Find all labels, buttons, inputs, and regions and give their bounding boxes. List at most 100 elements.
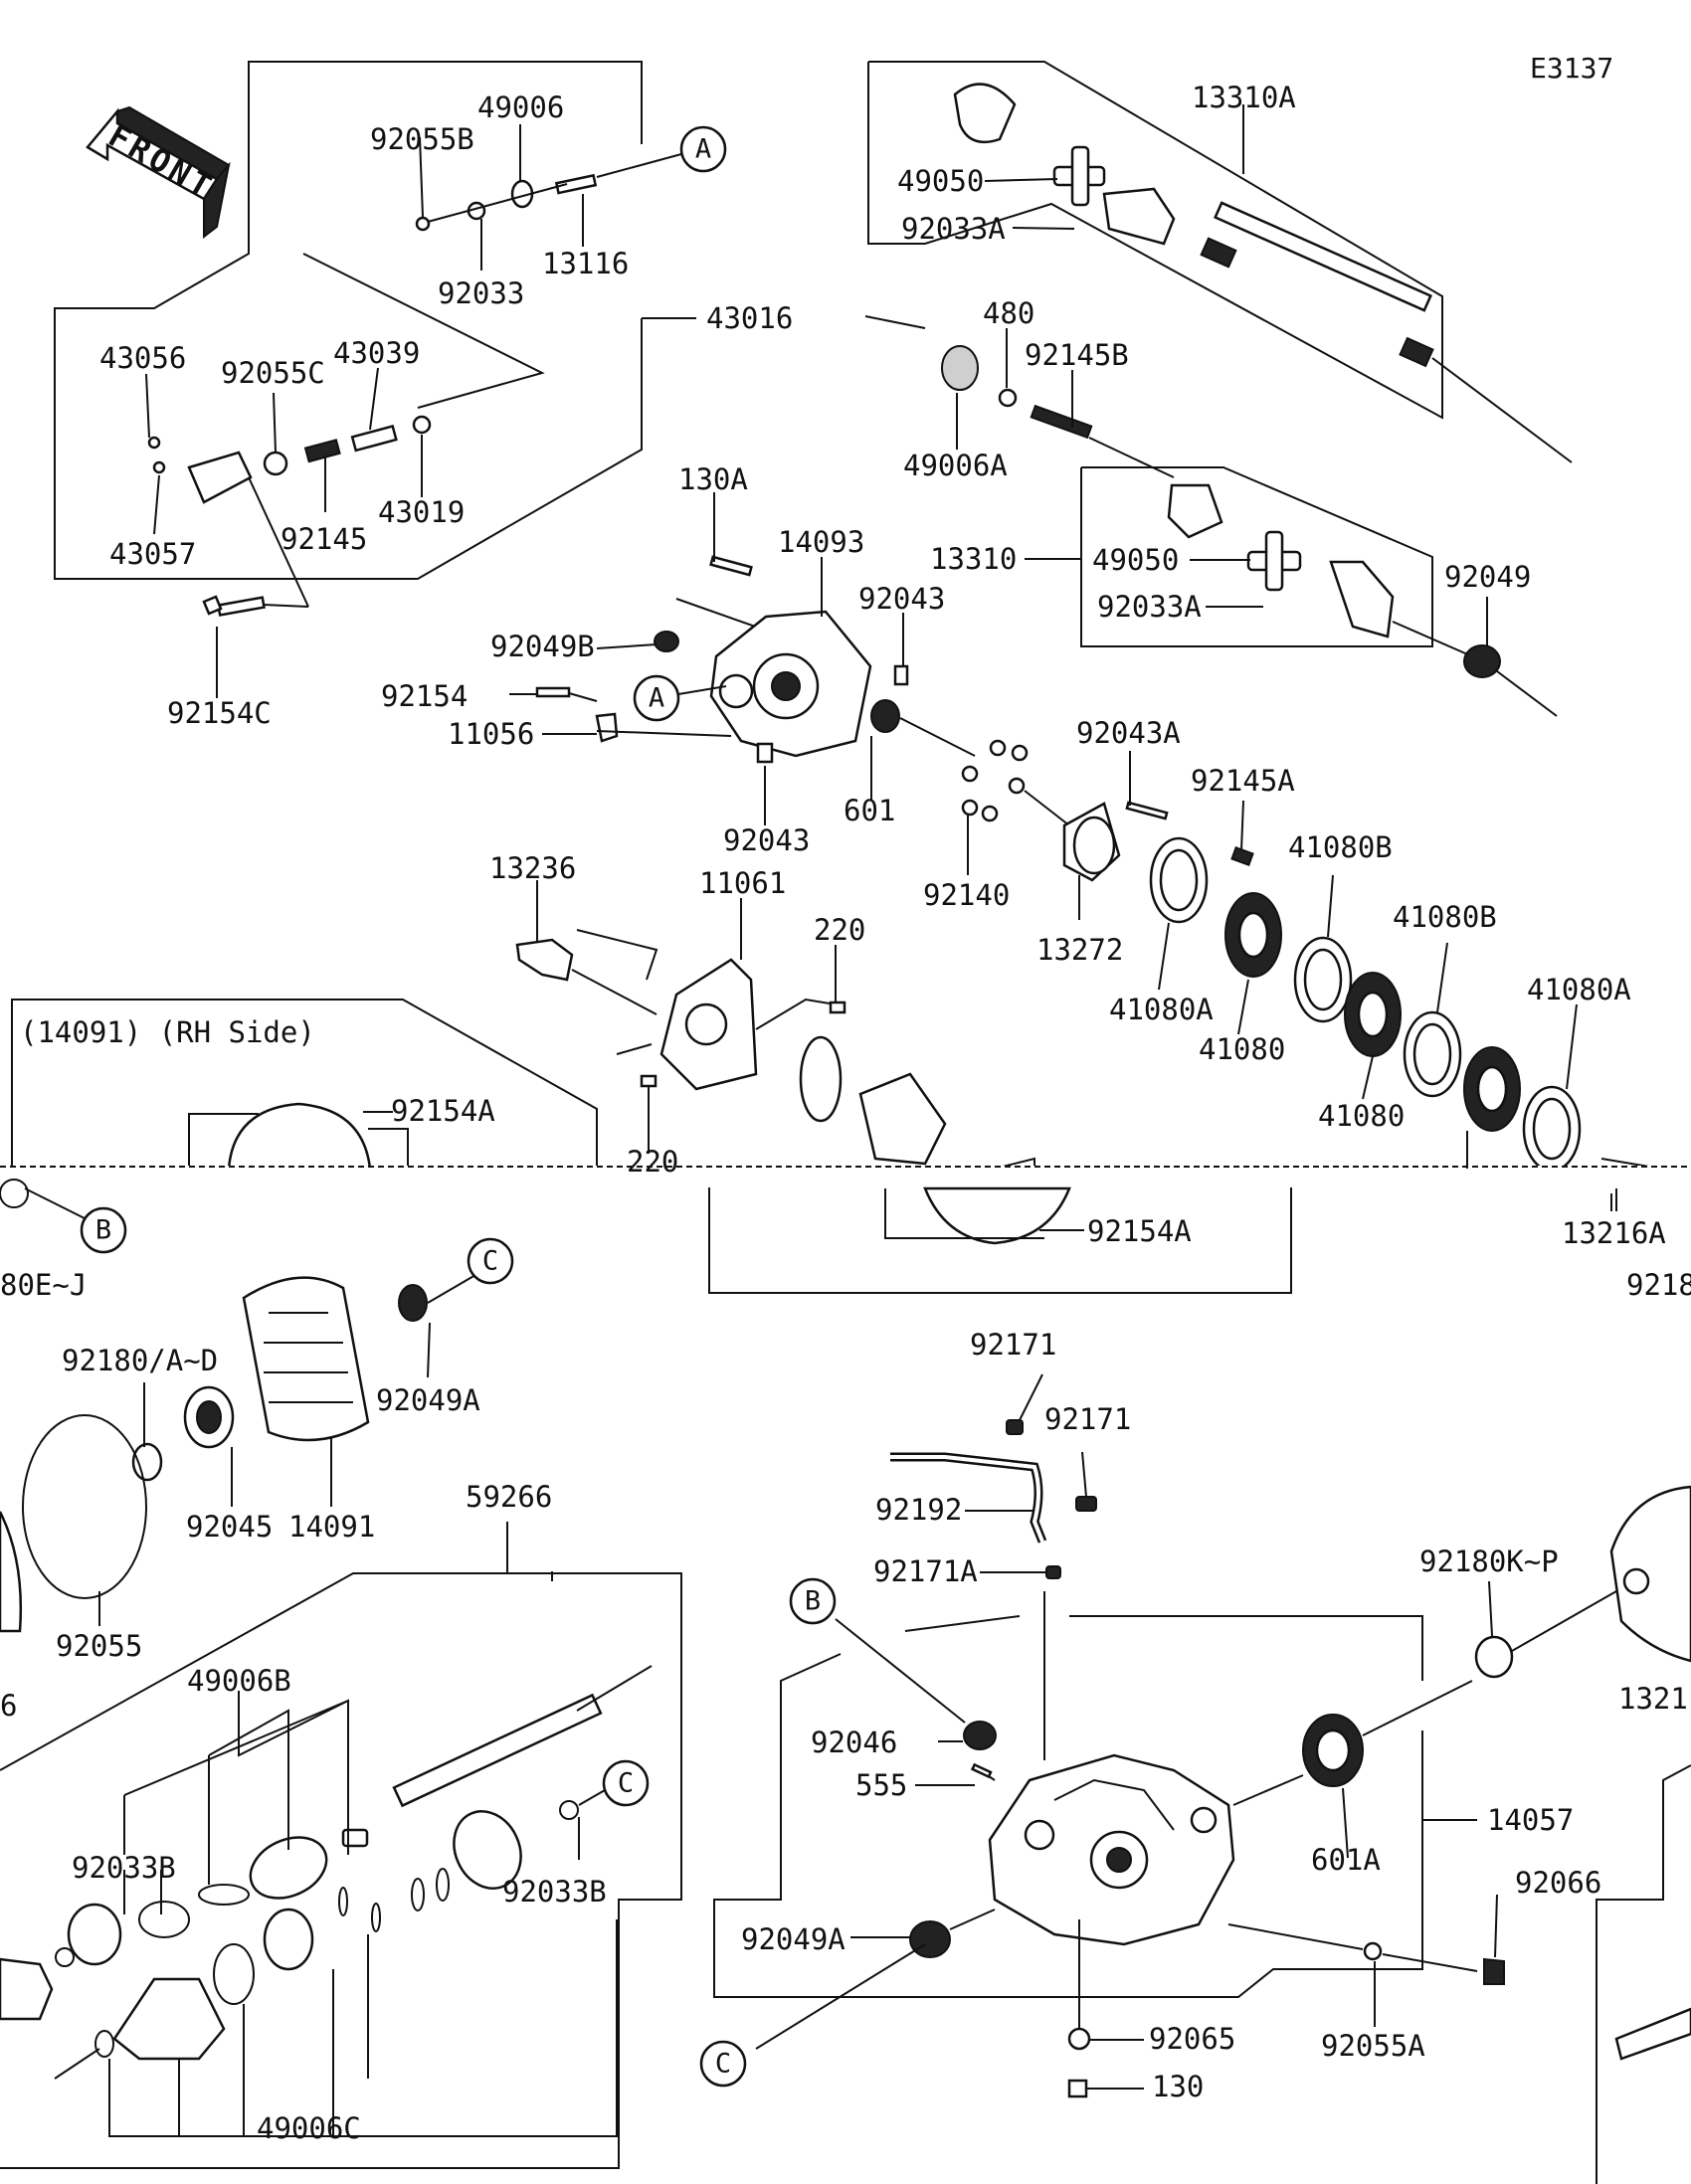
oring-92055B bbox=[415, 216, 431, 232]
label-92192: 92192 bbox=[875, 1493, 962, 1527]
bolt-92154 bbox=[535, 686, 571, 698]
label-49006B: 49006B bbox=[187, 1664, 291, 1698]
outline-14057-right bbox=[1069, 1615, 1423, 1681]
label-92145A: 92145A bbox=[1191, 764, 1295, 798]
bolt-130A bbox=[709, 555, 753, 577]
label-49006: 49006 bbox=[477, 91, 564, 124]
label-92055C: 92055C bbox=[221, 356, 325, 390]
shaft-13236 bbox=[515, 938, 574, 982]
ring-92180K bbox=[1474, 1635, 1514, 1679]
washer-43019 bbox=[412, 415, 432, 435]
spring-92145B bbox=[1030, 404, 1093, 440]
part-drawings-lower-strip bbox=[0, 1179, 1617, 1245]
ref-letter-c-lower: C bbox=[715, 2049, 731, 2080]
boot-49006C bbox=[112, 1977, 226, 2061]
ref-letter-c-upper: C bbox=[482, 1246, 498, 1277]
label-11056: 11056 bbox=[448, 717, 534, 751]
yoke-13310-left bbox=[1167, 483, 1223, 539]
clip-92171-a bbox=[1006, 1419, 1024, 1435]
oring-92055C bbox=[263, 451, 288, 476]
label-92154A-top: 92154A bbox=[391, 1094, 495, 1128]
label-92171-lower: 92171 bbox=[1044, 1402, 1131, 1436]
label-92045: 92045 bbox=[186, 1510, 273, 1544]
shaft-right-cut bbox=[1614, 2007, 1691, 2061]
label-43016: 43016 bbox=[706, 301, 793, 335]
label-130A: 130A bbox=[678, 462, 748, 496]
oring-92055 bbox=[22, 1414, 147, 1599]
ref-circle-a-upper: A bbox=[679, 125, 727, 173]
washer-92065 bbox=[1067, 2027, 1091, 2051]
joint-outer-upper bbox=[453, 1810, 522, 1890]
outline-14057 bbox=[713, 1653, 1423, 1998]
outline-lower-case bbox=[708, 1169, 1292, 1294]
label-49006C: 49006C bbox=[257, 2111, 361, 2145]
label-13310: 13310 bbox=[930, 542, 1017, 576]
label-92043A: 92043A bbox=[1076, 716, 1181, 750]
label-220-top: 220 bbox=[814, 913, 865, 947]
ref-circle-c-upper: C bbox=[467, 1237, 514, 1285]
reference-circles: A A B B C C C bbox=[80, 125, 837, 2088]
label-14091: 14091 bbox=[288, 1510, 375, 1544]
label-601A: 601A bbox=[1311, 1843, 1381, 1877]
seal-92049 bbox=[1463, 644, 1501, 678]
pin-555 bbox=[970, 1762, 993, 1779]
diagram-code: E3137 bbox=[1530, 52, 1613, 85]
label-92171-upper: 92171 bbox=[970, 1328, 1056, 1362]
label-92154C: 92154C bbox=[167, 696, 272, 730]
label-59266: 59266 bbox=[466, 1480, 552, 1514]
label-130: 130 bbox=[1152, 2070, 1204, 2103]
label-92171A: 92171A bbox=[873, 1554, 978, 1588]
label-92154A-bottom: 92154A bbox=[1087, 1214, 1192, 1248]
label-92046: 92046 bbox=[811, 1726, 897, 1759]
outline-right-cut bbox=[1596, 1764, 1691, 2184]
pin-13116 bbox=[554, 173, 598, 195]
label-92049A-upper: 92049A bbox=[376, 1383, 480, 1417]
bolt-92154C bbox=[216, 596, 266, 617]
shaft-43039 bbox=[350, 424, 398, 453]
label-92065: 92065 bbox=[1149, 2022, 1235, 2056]
label-92033B-right: 92033B bbox=[502, 1875, 607, 1909]
label-13310A: 13310A bbox=[1192, 81, 1296, 114]
part-drawings-mid-shaft bbox=[864, 315, 1558, 717]
label-92180-A-D: 92180/A~D bbox=[62, 1344, 218, 1377]
ref-circle-c-shaft: C bbox=[578, 1759, 650, 1807]
label-41080-1: 41080 bbox=[1199, 1032, 1285, 1066]
label-92154: 92154 bbox=[381, 679, 468, 713]
part-drawings-rh-top bbox=[188, 1102, 409, 1171]
outline-13310A bbox=[867, 61, 1443, 420]
label-43057: 43057 bbox=[109, 537, 196, 571]
housing-14091 bbox=[242, 1276, 370, 1442]
dowel-92043-bottom bbox=[756, 742, 774, 764]
outline-13310 bbox=[1080, 466, 1433, 647]
bolt-220-bottom bbox=[640, 1074, 658, 1088]
ref-letter-c-shaft: C bbox=[618, 1768, 634, 1799]
label-92049A-lower: 92049A bbox=[741, 1922, 846, 1956]
ref-circle-a-center: A bbox=[633, 674, 727, 722]
label-92145: 92145 bbox=[281, 522, 367, 556]
label-92049B: 92049B bbox=[490, 630, 595, 663]
outline-43016 bbox=[54, 61, 643, 580]
label-92033A-upper: 92033A bbox=[901, 212, 1006, 246]
yoke-13310A-upper bbox=[953, 83, 1017, 144]
label-92043-top: 92043 bbox=[858, 582, 945, 616]
coupler-49006A bbox=[941, 345, 979, 391]
label-92033B-left: 92033B bbox=[72, 1851, 176, 1885]
label-41080A-2: 41080A bbox=[1527, 973, 1631, 1006]
shaft-59266 bbox=[392, 1693, 603, 1808]
ball-92140-a bbox=[989, 739, 1007, 757]
part-drawings-14091 bbox=[0, 1274, 476, 1633]
gear-pinion bbox=[858, 1072, 947, 1166]
label-rh-side: (14091) (RH Side) bbox=[20, 1015, 315, 1049]
ref-letter-a-upper: A bbox=[695, 134, 711, 165]
label-92033: 92033 bbox=[438, 276, 524, 310]
label-1321-cut: 1321 bbox=[1618, 1682, 1688, 1716]
bracket-11056 bbox=[595, 712, 619, 743]
label-220-bottom: 220 bbox=[627, 1145, 678, 1179]
bolt-220-top bbox=[829, 1001, 846, 1014]
dowel-92043-top bbox=[893, 664, 909, 686]
label-92043-bottom: 92043 bbox=[723, 823, 810, 857]
label-49006A: 49006A bbox=[903, 449, 1008, 482]
clip-92033B bbox=[559, 1800, 579, 1820]
part-drawings-13310A bbox=[953, 83, 1573, 463]
